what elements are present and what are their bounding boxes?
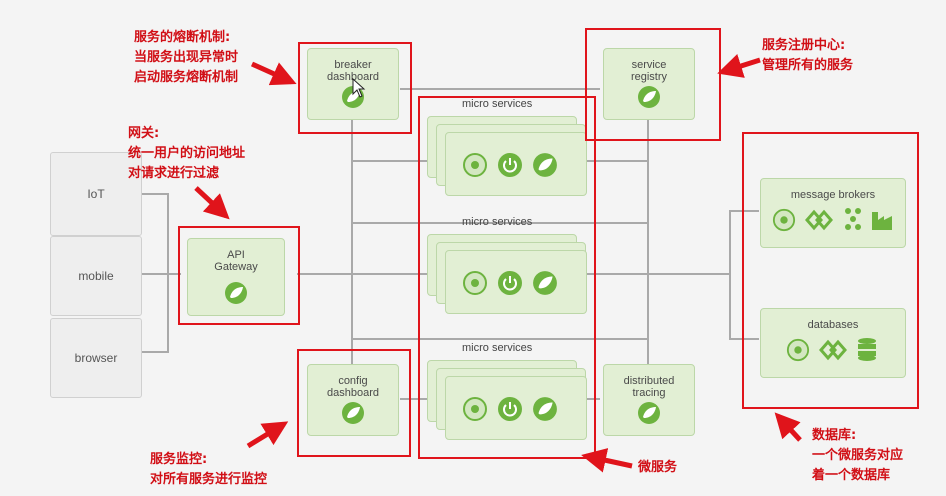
spring-leaf-icon [533,271,557,295]
tracing-line1: distributed [623,375,675,387]
connector-line [647,112,649,364]
client-browser: browser [50,318,142,398]
annotation-line: 启动服务熔断机制 [134,70,239,85]
annotation-line: 服务注册中心: [762,38,846,53]
spring-leaf-icon [533,153,557,177]
config-line2: dashboard [327,387,379,399]
chain-icon [805,209,833,231]
api-gateway-line2: Gateway [214,261,258,273]
connector-line [400,88,600,90]
power-icon [498,271,522,295]
annotation-line: 网关: [128,126,160,141]
database-icon [858,338,876,361]
connector-line [141,273,181,275]
connector-line [351,222,649,224]
databases-box: databases [760,308,906,378]
spring-leaf-icon [638,402,660,424]
annotation-line: 着一个数据库 [812,468,891,483]
registry-line1: service [631,59,667,71]
chain-icon [819,339,847,361]
tracing-line2: tracing [632,387,666,399]
connector-line [141,193,169,195]
highlight-microservices [418,96,596,459]
connector-line [141,351,169,353]
distributed-tracing-box: distributed tracing [603,364,695,436]
config-line1: config [338,375,368,387]
microservices-title: micro services [462,98,533,110]
spring-leaf-icon [342,402,364,424]
power-icon [498,397,522,421]
atom-icon [772,208,796,232]
connector-line [729,338,759,340]
annotation-registry: 服务注册中心: 管理所有的服务 [762,36,853,76]
breaker-line1: breaker [334,59,372,71]
atom-icon [463,153,487,177]
annotation-breaker: 服务的熔断机制: 当服务出现异常时 启动服务熔断机制 [134,28,238,88]
databases-label: databases [807,319,859,331]
annotation-monitor: 服务监控: 对所有服务进行监控 [150,450,267,490]
atom-icon [463,271,487,295]
config-dashboard-box: config dashboard [307,364,399,436]
registry-line2: registry [630,71,668,83]
connector-line [729,210,759,212]
highlight-registry [585,28,721,141]
annotation-line: 微服务 [638,460,678,475]
highlight-data-layer [742,132,919,409]
message-brokers-label: message brokers [790,189,876,201]
highlight-gateway [178,226,300,325]
annotation-line: 数据库: [812,428,857,443]
annotation-line: 统一用户的访问地址 [128,146,246,161]
power-icon [498,153,522,177]
connector-line [351,338,649,340]
highlight-breaker [298,42,412,134]
breaker-line2: dashboard [327,71,379,83]
api-gateway-line1: API [227,249,245,261]
cursor-icon [352,78,366,98]
annotation-line: 服务监控: [150,452,208,467]
microservices-title: micro services [462,216,533,228]
atom-icon [786,338,810,362]
microservices-title: micro services [462,342,533,354]
annotation-gateway: 网关: 统一用户的访问地址 对请求进行过滤 [128,124,245,184]
spring-leaf-icon [225,282,247,304]
highlight-config [297,349,411,457]
annotation-database: 数据库: 一个微服务对应 着一个数据库 [812,426,903,486]
client-mobile: mobile [50,236,142,316]
annotation-line: 服务的熔断机制: [134,30,231,45]
atom-icon [463,397,487,421]
api-gateway-box: API Gateway [187,238,285,316]
annotation-line: 当服务出现异常时 [134,50,239,65]
annotation-micro: 微服务 [638,458,677,478]
annotation-line: 对所有服务进行监控 [150,472,268,487]
connector-line [351,120,353,370]
client-iot: IoT [50,152,142,236]
annotation-line: 管理所有的服务 [762,58,854,73]
annotation-line: 一个微服务对应 [812,448,904,463]
spring-leaf-icon [533,397,557,421]
annotation-line: 对请求进行过滤 [128,166,220,181]
graph-icon [845,208,861,230]
spring-leaf-icon [638,86,660,108]
connector-line [729,210,731,340]
service-registry-box: service registry [603,48,695,120]
factory-icon [872,212,892,230]
